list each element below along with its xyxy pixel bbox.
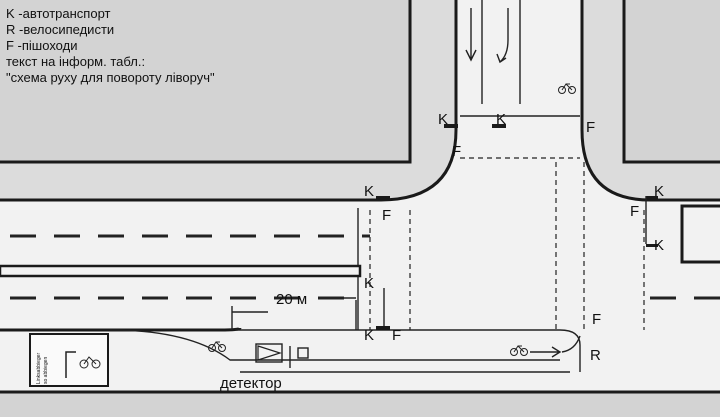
crosswalk-east-1 xyxy=(555,162,585,330)
label-f-north: F xyxy=(452,143,461,160)
curb-median-left xyxy=(0,327,242,332)
label-k-west-top: K xyxy=(364,183,374,200)
label-detector: детектор xyxy=(220,375,282,392)
legend: K -автотранспорт R -велосипедисти F -піш… xyxy=(6,6,244,86)
label-f-east: F xyxy=(630,203,639,220)
info-sign-arrow xyxy=(65,351,76,378)
block-bottom xyxy=(0,392,720,417)
road-vertical xyxy=(456,0,582,200)
curb-top-right-block xyxy=(622,0,720,164)
legend-line-1: K -автотранспорт xyxy=(6,6,111,21)
label-k-west-mid: K xyxy=(364,275,374,292)
signal-bar-west xyxy=(376,196,390,199)
label-k-north-2: K xyxy=(496,111,506,128)
curb-north-left xyxy=(0,0,458,202)
legend-line-4: текст на інформ. табл.: xyxy=(6,54,146,69)
legend-line-3: F -пішоходи xyxy=(6,38,78,53)
info-sign-text-1: Linksabbieger xyxy=(36,353,42,384)
label-f-northeast: F xyxy=(586,119,595,136)
detector-triangle-box xyxy=(255,343,283,363)
arrow-left-turn xyxy=(496,8,509,64)
label-r-southeast: R xyxy=(590,347,601,364)
label-distance: 20 м xyxy=(276,291,307,308)
bicycle-icon-path xyxy=(208,341,226,352)
detector-triangle xyxy=(257,345,282,361)
legend-line-2: R -велосипедисти xyxy=(6,22,115,37)
cycle-path-outer xyxy=(109,329,560,361)
label-f-southeast: F xyxy=(592,311,601,328)
cycle-arrow xyxy=(530,346,562,358)
label-f-west-bottom: F xyxy=(392,327,401,344)
east-island xyxy=(680,204,720,264)
signal-bar-east xyxy=(646,196,658,199)
info-sign-bicycle-icon xyxy=(79,356,101,369)
info-sign: Linksabbieger so abbiegen xyxy=(29,333,109,387)
signal-bar-east-2 xyxy=(646,244,658,247)
label-k-west-bottom: K xyxy=(364,327,374,344)
detector-square xyxy=(297,347,309,359)
cycle-curve-east xyxy=(561,335,581,353)
signal-bar-north xyxy=(444,124,458,128)
crosswalk-west xyxy=(369,210,411,330)
block-top-right xyxy=(624,0,720,162)
label-k-east-top: K xyxy=(654,183,664,200)
legend-line-5: "схема руху для повороту ліворуч" xyxy=(6,70,215,85)
curb-north-right xyxy=(580,0,720,202)
bicycle-icon-north xyxy=(558,83,576,94)
label-f-west-top: F xyxy=(382,207,391,224)
info-sign-text-2: so abbiegen xyxy=(43,357,49,384)
label-k-north-1: K xyxy=(438,111,448,128)
signal-bar-west-2 xyxy=(376,326,390,330)
median-island-west xyxy=(0,264,362,278)
block-top-left xyxy=(0,0,412,162)
arrow-straight xyxy=(465,8,477,62)
signal-bar-north-2 xyxy=(492,124,506,128)
curb-top-left-block xyxy=(0,0,412,164)
label-k-east-bottom: K xyxy=(654,237,664,254)
bicycle-icon-cycle-path xyxy=(510,345,528,356)
cycle-path-inner xyxy=(235,329,581,372)
